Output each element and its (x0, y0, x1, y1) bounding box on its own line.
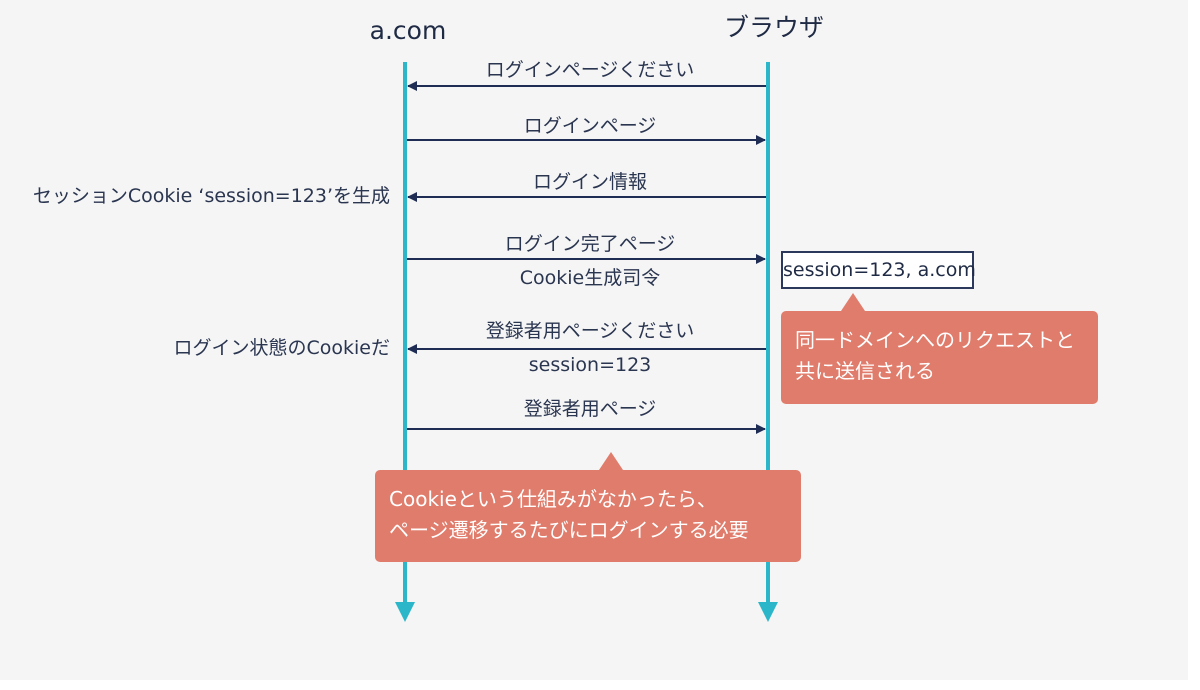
message-label-1: ログインページください (485, 59, 695, 81)
message-label-3: ログイン情報 (532, 171, 648, 193)
note-create-cookie: セッションCookie ‘session=123’を生成 (32, 185, 390, 207)
cookie-store-box: session=123, a.com (781, 251, 976, 289)
callout-without-cookie: Cookieという仕組みがなかったら、 ページ遷移するたびにログインする必要 (375, 452, 801, 562)
message-label-4: ログイン完了ページ (504, 233, 676, 255)
callout-without-cookie-line-1: Cookieという仕組みがなかったら、 (389, 487, 717, 511)
message-label-2: ログインページ (523, 115, 657, 137)
participant-browser: ブラウザ (723, 13, 825, 42)
callout-without-cookie-line-2: ページ遷移するたびにログインする必要 (389, 518, 749, 542)
callout-same-domain-pointer (841, 293, 865, 311)
message-label-5: 登録者用ページください (485, 320, 695, 342)
callout-without-cookie-pointer (599, 452, 623, 470)
message-label-6: 登録者用ページ (523, 398, 657, 420)
participant-a-com: a.com (369, 16, 447, 45)
callout-same-domain: 同一ドメインへのリクエストと 共に送信される (781, 293, 1098, 404)
lifeline-browser-arrowhead (758, 602, 778, 622)
message-sublabel-4: Cookie生成司令 (519, 267, 661, 289)
note-logged-in-cookie: ログイン状態のCookieだ (173, 337, 391, 359)
message-sublabel-5: session=123 (528, 354, 652, 376)
lifeline-a-com-arrowhead (395, 602, 415, 622)
callout-same-domain-line-1: 同一ドメインへのリクエストと (795, 328, 1075, 352)
callout-same-domain-line-2: 共に送信される (795, 359, 935, 383)
